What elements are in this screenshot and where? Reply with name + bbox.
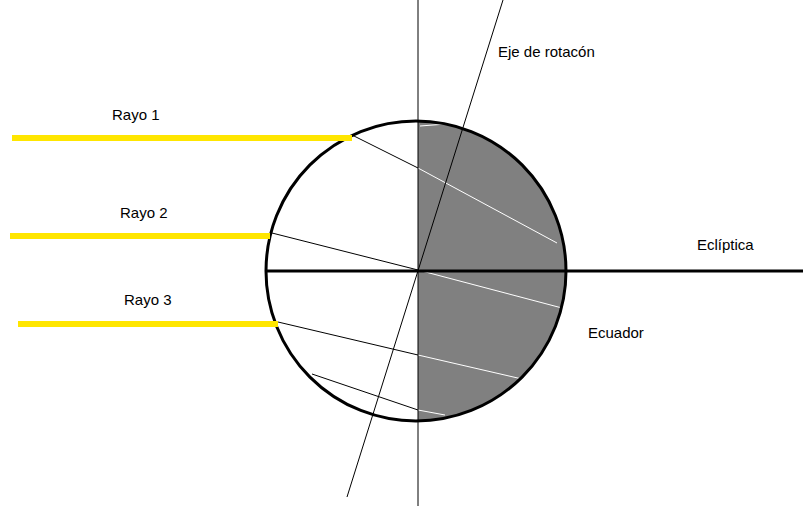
ray-label: Rayo 2 bbox=[120, 204, 168, 222]
ray-label: Rayo 3 bbox=[124, 291, 172, 309]
ray-label: Rayo 1 bbox=[112, 106, 160, 124]
ecliptic-label: Eclíptica bbox=[697, 236, 754, 254]
equator-label: Ecuador bbox=[588, 324, 644, 342]
latitude-lines-night bbox=[418, 122, 562, 415]
axis-label: Eje de rotacón bbox=[498, 43, 595, 61]
vertical-line bbox=[418, 0, 419, 506]
rotation-axis bbox=[347, 0, 503, 497]
sun-rays bbox=[10, 138, 352, 324]
ecliptic-line bbox=[265, 270, 803, 273]
